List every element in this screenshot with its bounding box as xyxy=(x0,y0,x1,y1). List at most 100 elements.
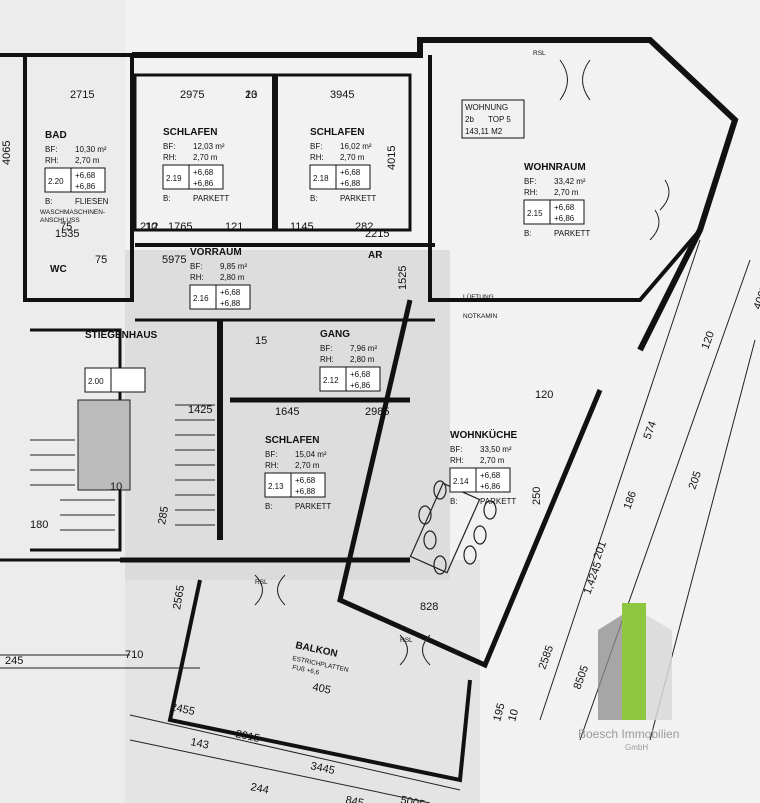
dimension-label: 1535 xyxy=(55,228,79,240)
room-level-2: +6,86 xyxy=(350,381,371,390)
dimension-label: 75 xyxy=(60,221,72,233)
room-number: 2.12 xyxy=(323,376,339,385)
dimension-label: 143 xyxy=(189,736,209,752)
room-code-box xyxy=(84,367,146,393)
logo-sub: GmbH xyxy=(625,743,648,752)
room-number: 2.18 xyxy=(313,174,329,183)
dimension-label: 2585 xyxy=(537,644,557,671)
apartment-label: WOHNUNG 2b TOP 5 143,11 M2 xyxy=(461,99,525,139)
floor-value: PARKETT xyxy=(340,194,376,203)
room-code-box xyxy=(162,164,224,190)
dimension-label: 121 xyxy=(225,221,243,233)
notkamin-label: NOTKAMIN xyxy=(463,313,498,320)
apartment-number: 2b xyxy=(465,115,474,124)
stairs xyxy=(30,399,215,531)
rh-value: 2,70 m xyxy=(193,153,218,162)
dimension-label: 195 xyxy=(491,702,507,723)
floor-value: FLIESEN xyxy=(75,197,109,206)
apartment-top: TOP 5 xyxy=(488,115,511,124)
room-level-1: +6,68 xyxy=(75,171,96,180)
lueftung-label: LÜFTUNG xyxy=(463,293,494,301)
room-code-box xyxy=(523,199,585,225)
dimension-label: 3445 xyxy=(309,760,335,777)
dimension-label: 180 xyxy=(30,519,48,531)
room-number: 2.16 xyxy=(193,294,209,303)
room-level-2: +6,86 xyxy=(193,179,214,188)
rh-value: 2,70 m xyxy=(554,188,579,197)
room-level-2: +6,88 xyxy=(220,299,241,308)
dimension-label: 2975 xyxy=(180,89,204,101)
floor-label: B: xyxy=(310,194,318,203)
rh-label: RH: xyxy=(320,355,334,364)
dimension-label: 1,4245 xyxy=(582,560,605,596)
windows xyxy=(254,59,670,666)
rh-value: 2,70 m xyxy=(480,456,505,465)
dimension-label: 828 xyxy=(420,601,438,613)
room-number: 2.20 xyxy=(48,177,64,186)
dimension-label: 2985 xyxy=(365,406,389,418)
logo-name: Boesch Immobilien xyxy=(578,727,679,741)
room-code-box xyxy=(319,366,381,392)
bf-label: BF: xyxy=(45,145,57,154)
room-number: 2.00 xyxy=(88,377,104,386)
rh-value: 2,70 m xyxy=(295,461,320,470)
bf-value: 33,42 m² xyxy=(554,177,586,186)
room-level-2: +6,86 xyxy=(554,214,575,223)
dimension-label: 1645 xyxy=(275,406,299,418)
dimension-label: 5975 xyxy=(162,254,186,266)
dimension-label: 845 xyxy=(344,794,364,803)
dimension-label: 212 xyxy=(140,221,158,233)
room-code-box xyxy=(189,284,251,310)
dimension-label: 2715 xyxy=(70,89,94,101)
room-level-2: +6,86 xyxy=(75,182,96,191)
room-name: WOHNKÜCHE xyxy=(450,428,518,441)
dimension-label: 244 xyxy=(249,781,269,797)
dimension-label: 10 xyxy=(245,89,257,101)
room-number: 2.13 xyxy=(268,482,284,491)
room-level-1: +6,68 xyxy=(220,288,241,297)
room-level-1: +6,68 xyxy=(295,476,316,485)
dimension-label: 201 xyxy=(592,540,610,561)
rh-label: RH: xyxy=(190,273,204,282)
room-number: 2.19 xyxy=(166,174,182,183)
dimension-label: 120 xyxy=(700,330,718,351)
dimension-label: 1765 xyxy=(168,221,192,233)
room-level-1: +6,68 xyxy=(193,168,214,177)
bf-label: BF: xyxy=(190,262,202,271)
dimension-label: 2455 xyxy=(169,701,195,718)
rh-value: 2,70 m xyxy=(340,153,365,162)
room-code-box xyxy=(44,167,106,193)
dimension-label: 15 xyxy=(0,0,12,3)
wasch-label-2: ANSCHLUSS xyxy=(40,217,80,224)
room-level-1: +6,68 xyxy=(554,203,575,212)
dimension-label: 1425 xyxy=(188,404,212,416)
room-name: BAD xyxy=(45,130,67,141)
room-level-1: +6,68 xyxy=(480,471,501,480)
dimension-label: 3945 xyxy=(330,89,354,101)
bf-value: 33,50 m² xyxy=(480,445,512,454)
floor-label: B: xyxy=(45,197,53,206)
room-level-1: +6,68 xyxy=(350,370,371,379)
rsl-label-3: RSL xyxy=(400,637,413,644)
room-name: GANG xyxy=(320,329,350,340)
bf-label: BF: xyxy=(524,177,536,186)
wasch-label-1: WASCHMASCHINEN- xyxy=(40,209,105,216)
dimension-label: 2215 xyxy=(365,228,389,240)
floor-label: B: xyxy=(524,229,532,238)
rsl-label: RSL xyxy=(533,50,546,57)
bf-label: BF: xyxy=(310,142,322,151)
dimension-label: 205 xyxy=(687,470,705,491)
dimension-label: 4065 xyxy=(1,141,13,165)
misc-labels: WC AR BALKON ESTRICHPLATTEN FUß +6,6 WAS… xyxy=(40,50,546,677)
bf-value: 7,96 m² xyxy=(350,344,377,353)
bf-label: BF: xyxy=(450,445,462,454)
